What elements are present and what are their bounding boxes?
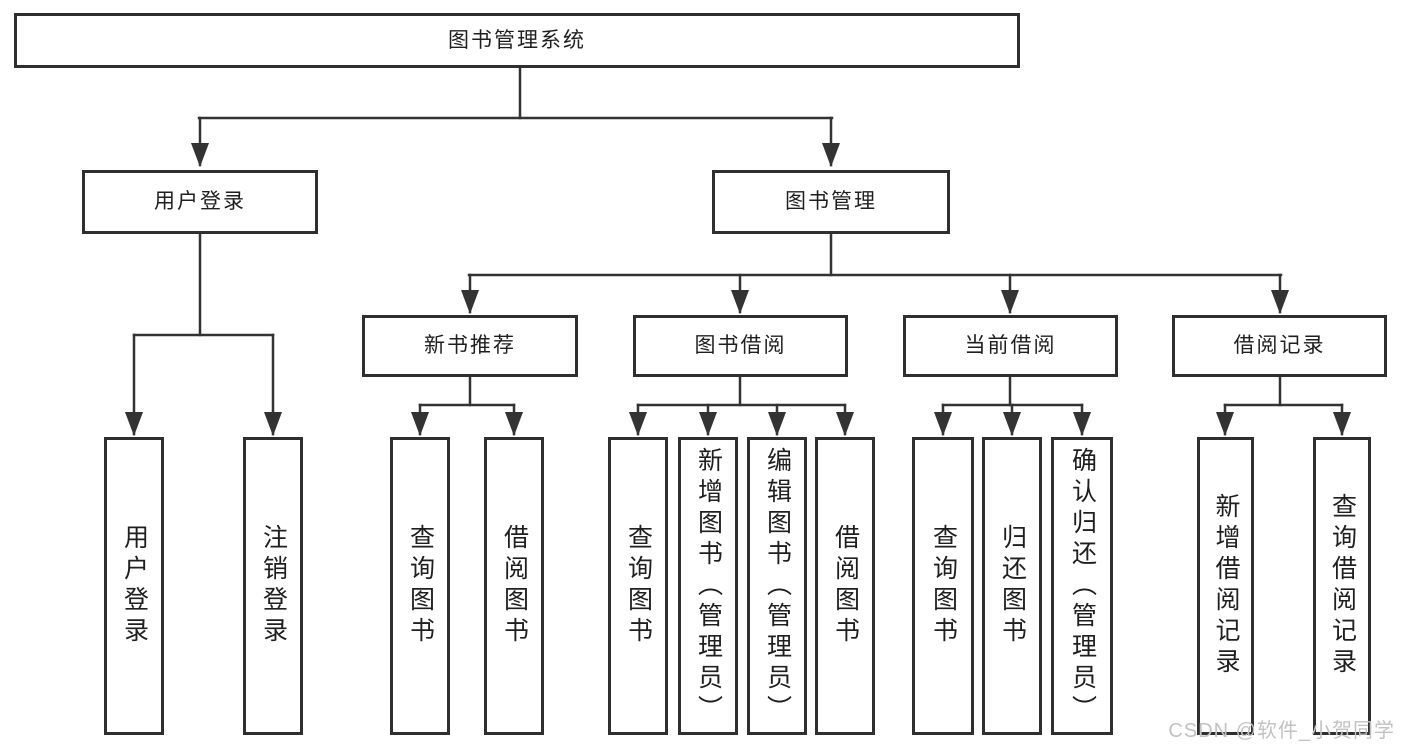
leaf-edit-books-admin: 编辑图书（管理员） [747,437,807,735]
leaf-confirm-return-admin: 确认归还（管理员） [1051,437,1113,735]
leaf-borrow-books: 借阅图书 [815,437,875,735]
node-library-management-system: 图书管理系统 [14,13,1020,68]
leaf-add-books-admin: 新增图书（管理员） [678,437,738,735]
node-book-management: 图书管理 [712,170,950,234]
leaf-query-books-borrow: 查询图书 [608,437,668,735]
leaf-logout: 注销登录 [243,437,303,735]
node-book-borrowing: 图书借阅 [633,315,848,377]
leaf-add-borrow-record: 新增借阅记录 [1197,437,1254,735]
node-borrowing-records: 借阅记录 [1172,315,1387,377]
leaf-user-login: 用户登录 [104,437,164,735]
node-new-book-recommendation: 新书推荐 [362,315,578,377]
node-current-borrowing: 当前借阅 [903,315,1118,377]
leaf-borrow-books-recommend: 借阅图书 [484,437,544,735]
node-user-login: 用户登录 [82,170,318,234]
leaf-return-books: 归还图书 [982,437,1042,735]
leaf-query-borrow-record: 查询借阅记录 [1313,437,1371,735]
leaf-query-books-recommend: 查询图书 [390,437,450,735]
csdn-watermark: CSDN @软件_小贺同学 [1168,720,1395,742]
leaf-query-books-current: 查询图书 [912,437,974,735]
